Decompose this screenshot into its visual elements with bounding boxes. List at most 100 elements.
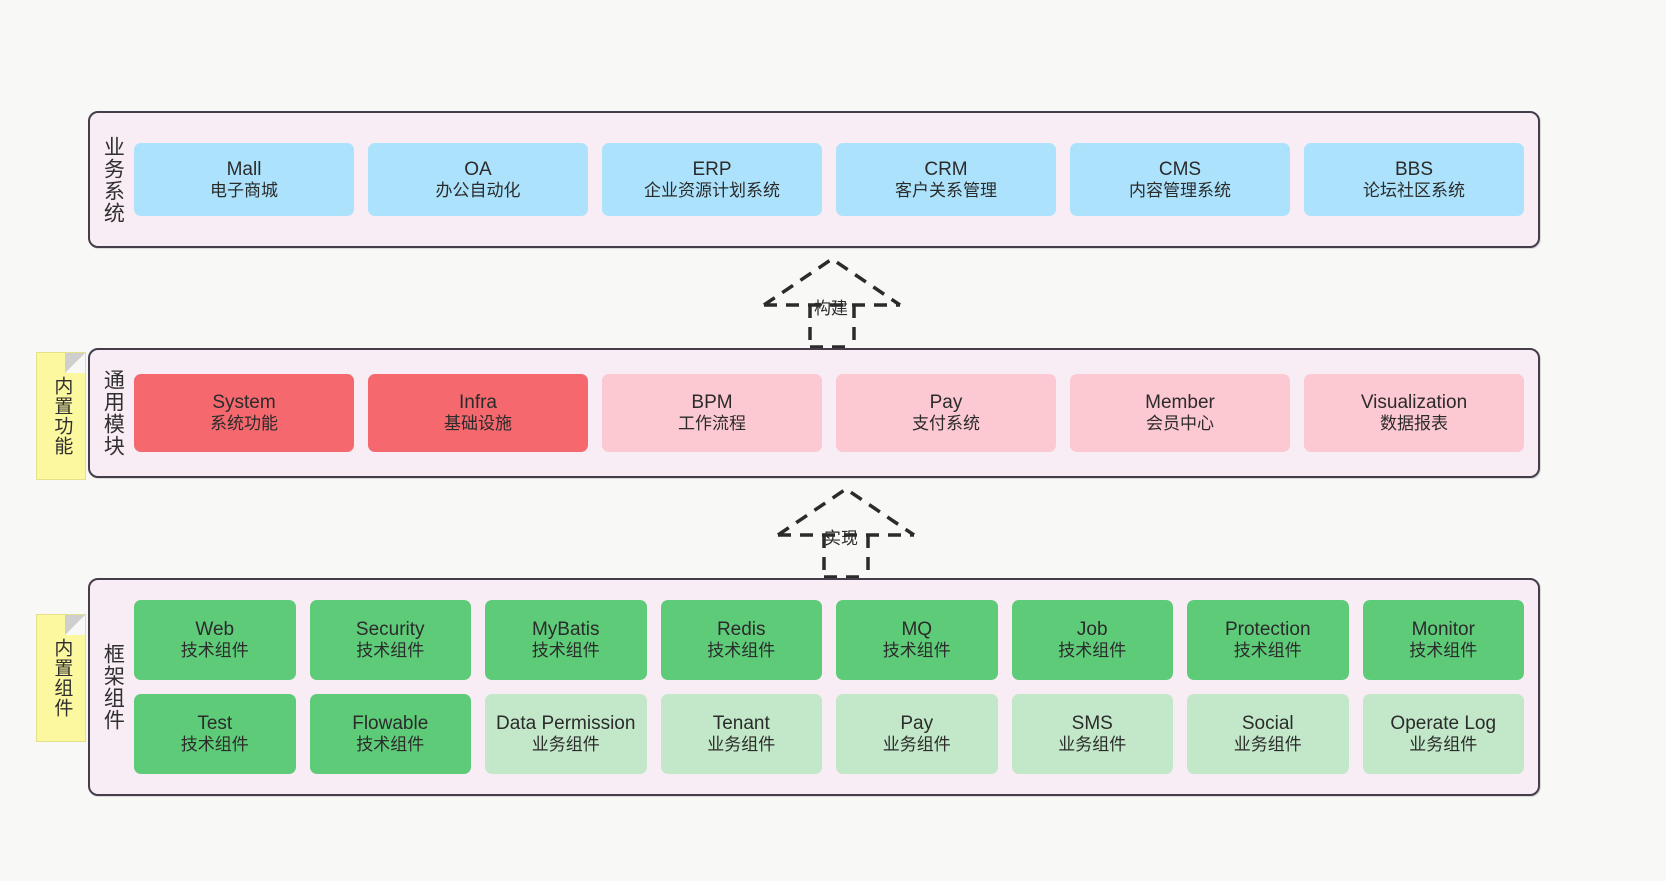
card-title: Protection [1224, 619, 1311, 641]
card-mall[interactable]: Mall 电子商城 [134, 143, 354, 216]
card-title: Job [1076, 619, 1108, 641]
card-oa[interactable]: OA 办公自动化 [368, 143, 588, 216]
card-subtitle: 基础设施 [444, 414, 512, 434]
card-subtitle: 业务组件 [1058, 735, 1127, 755]
card-title: OA [464, 158, 492, 180]
dashed-hollow-triangle-arrow-icon [777, 486, 915, 579]
card-subtitle: 技术组件 [180, 735, 249, 755]
card-bbs[interactable]: BBS 论坛社区系统 [1304, 143, 1524, 216]
card-subtitle: 技术组件 [1058, 641, 1127, 661]
card-title: BPM [691, 392, 733, 414]
card-web[interactable]: Web 技术组件 [134, 600, 296, 680]
card-infra[interactable]: Infra 基础设施 [368, 374, 588, 452]
card-title: ERP [692, 158, 732, 180]
business-card-row: Mall 电子商城 OA 办公自动化 ERP 企业资源计划系统 CRM 客户关系… [134, 143, 1524, 216]
card-title: Redis [716, 619, 766, 641]
connector-implement-label: 实现 [824, 529, 858, 548]
card-pay-business[interactable]: Pay 业务组件 [836, 694, 998, 774]
card-title: Data Permission [496, 713, 636, 735]
card-subtitle: 技术组件 [180, 641, 249, 661]
card-social[interactable]: Social 业务组件 [1187, 694, 1349, 774]
card-title: Security [355, 619, 425, 641]
card-subtitle: 技术组件 [1409, 641, 1478, 661]
card-system[interactable]: System 系统功能 [134, 374, 354, 452]
layer-framework-components: 框架组件 Web 技术组件 Security 技术组件 MyBatis 技术组件 [88, 578, 1540, 796]
card-subtitle: 工作流程 [678, 414, 746, 434]
layer-business-systems: 业务系统 Mall 电子商城 OA 办公自动化 ERP 企业资源计划系统 CRM… [88, 111, 1540, 248]
card-title: CRM [924, 158, 968, 180]
card-security[interactable]: Security 技术组件 [309, 600, 471, 680]
card-test[interactable]: Test 技术组件 [134, 694, 296, 774]
card-title: MQ [901, 619, 933, 641]
layer-common-body: System 系统功能 Infra 基础设施 BPM 工作流程 Pay 支付系统… [134, 350, 1538, 476]
framework-card-row-1: Web 技术组件 Security 技术组件 MyBatis 技术组件 Redi… [134, 600, 1524, 680]
card-subtitle: 电子商城 [210, 180, 278, 200]
card-subtitle: 支付系统 [912, 414, 980, 434]
card-title: CMS [1158, 158, 1202, 180]
card-title: Flowable [352, 713, 429, 735]
card-bpm[interactable]: BPM 工作流程 [602, 374, 822, 452]
layer-common-label: 通用模块 [101, 369, 125, 457]
card-subtitle: 客户关系管理 [895, 180, 997, 200]
card-subtitle: 技术组件 [1233, 641, 1302, 661]
card-title: Pay [929, 392, 963, 414]
common-card-row: System 系统功能 Infra 基础设施 BPM 工作流程 Pay 支付系统… [134, 374, 1524, 452]
card-cms[interactable]: CMS 内容管理系统 [1070, 143, 1290, 216]
card-operate-log[interactable]: Operate Log 业务组件 [1362, 694, 1524, 774]
card-subtitle: 业务组件 [1409, 735, 1478, 755]
card-monitor[interactable]: Monitor 技术组件 [1362, 600, 1524, 680]
card-job[interactable]: Job 技术组件 [1011, 600, 1173, 680]
card-title: Mall [226, 158, 262, 180]
layer-business-body: Mall 电子商城 OA 办公自动化 ERP 企业资源计划系统 CRM 客户关系… [134, 113, 1538, 246]
card-title: Pay [900, 713, 934, 735]
connector-implement: 实现 [766, 483, 926, 579]
note-builtin-components: 内置组件 [36, 614, 86, 742]
card-title: MyBatis [531, 619, 600, 641]
card-member[interactable]: Member 会员中心 [1070, 374, 1290, 452]
card-subtitle: 业务组件 [1233, 735, 1302, 755]
card-subtitle: 系统功能 [210, 414, 278, 434]
card-sms[interactable]: SMS 业务组件 [1011, 694, 1173, 774]
card-subtitle: 技术组件 [356, 641, 425, 661]
card-erp[interactable]: ERP 企业资源计划系统 [602, 143, 822, 216]
card-subtitle: 技术组件 [882, 641, 951, 661]
card-subtitle: 业务组件 [707, 735, 776, 755]
note-builtin-features: 内置功能 [36, 352, 86, 480]
card-data-permission[interactable]: Data Permission 业务组件 [485, 694, 647, 774]
layer-framework-label: 框架组件 [101, 643, 125, 731]
card-title: Member [1145, 392, 1215, 414]
card-title: Infra [458, 392, 498, 414]
card-crm[interactable]: CRM 客户关系管理 [836, 143, 1056, 216]
card-redis[interactable]: Redis 技术组件 [660, 600, 822, 680]
card-title: Social [1241, 713, 1294, 735]
card-subtitle: 数据报表 [1380, 414, 1448, 434]
layer-common-modules: 通用模块 System 系统功能 Infra 基础设施 BPM 工作流程 Pay… [88, 348, 1540, 478]
card-flowable[interactable]: Flowable 技术组件 [309, 694, 471, 774]
connector-build: 构建 [752, 253, 912, 349]
card-subtitle: 技术组件 [356, 735, 425, 755]
framework-card-row-2: Test 技术组件 Flowable 技术组件 Data Permission … [134, 694, 1524, 774]
card-title: System [212, 392, 276, 414]
card-protection[interactable]: Protection 技术组件 [1187, 600, 1349, 680]
card-title: SMS [1071, 713, 1113, 735]
card-subtitle: 办公自动化 [435, 180, 521, 200]
card-pay[interactable]: Pay 支付系统 [836, 374, 1056, 452]
card-title: Operate Log [1390, 713, 1497, 735]
card-title: Tenant [712, 713, 770, 735]
card-title: BBS [1394, 158, 1434, 180]
card-subtitle: 业务组件 [882, 735, 951, 755]
card-mybatis[interactable]: MyBatis 技术组件 [485, 600, 647, 680]
card-subtitle: 会员中心 [1146, 414, 1214, 434]
card-subtitle: 技术组件 [707, 641, 776, 661]
card-subtitle: 技术组件 [531, 641, 600, 661]
dashed-hollow-triangle-arrow-icon [763, 256, 901, 349]
framework-card-grid: Web 技术组件 Security 技术组件 MyBatis 技术组件 Redi… [134, 600, 1524, 774]
card-subtitle: 论坛社区系统 [1363, 180, 1465, 200]
card-title: Web [195, 619, 235, 641]
card-tenant[interactable]: Tenant 业务组件 [660, 694, 822, 774]
card-visualization[interactable]: Visualization 数据报表 [1304, 374, 1524, 452]
card-mq[interactable]: MQ 技术组件 [836, 600, 998, 680]
card-subtitle: 企业资源计划系统 [644, 180, 780, 200]
layer-business-label: 业务系统 [101, 135, 125, 224]
